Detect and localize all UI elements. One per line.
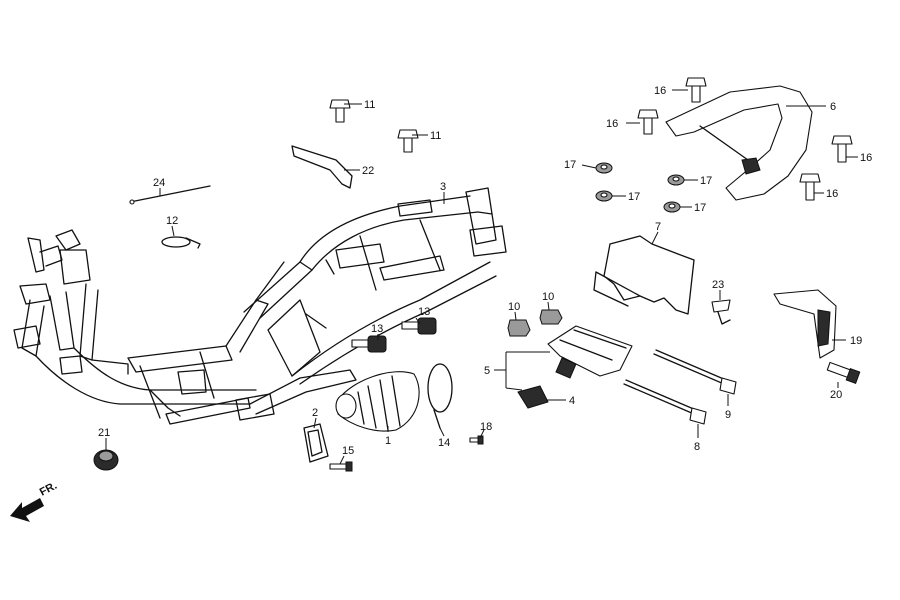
bracket-19[interactable] [773, 289, 837, 359]
screw-18[interactable] [469, 435, 484, 445]
part-label-23: 23 [712, 279, 724, 291]
nut-17-a[interactable] [595, 162, 613, 174]
part-label-2: 2 [312, 407, 318, 419]
nut-10-right[interactable] [539, 309, 563, 325]
part-label-21: 21 [98, 427, 110, 439]
bracket-22[interactable] [291, 145, 353, 189]
bolt-16-b[interactable] [637, 109, 659, 135]
part-number-labels: 11 11 22 24 12 3 13 13 10 10 1 2 15 14 1… [98, 85, 872, 457]
part-label-17-b: 17 [628, 191, 640, 203]
rear-carrier-6[interactable] [665, 85, 813, 201]
bolt-11-top[interactable] [329, 99, 351, 123]
cable-tie-24[interactable] [129, 185, 211, 205]
part-label-13-upper: 13 [418, 306, 430, 318]
front-arrow-icon [10, 498, 44, 522]
part-label-13-lower: 13 [371, 323, 383, 335]
part-label-11-lower: 11 [430, 130, 441, 142]
long-bolt-8[interactable] [623, 379, 707, 425]
part-label-16-d: 16 [826, 188, 838, 200]
front-direction-indicator: FR. [10, 480, 59, 522]
damper-13-lower[interactable] [351, 335, 387, 353]
bushing-21[interactable] [93, 449, 119, 471]
part-label-6: 6 [830, 101, 836, 113]
part-label-10-left: 10 [508, 301, 520, 313]
part-label-12: 12 [166, 215, 178, 227]
part-label-17-c: 17 [700, 175, 712, 187]
bolt-16-d[interactable] [799, 173, 821, 201]
part-label-20: 20 [830, 389, 842, 401]
part-label-1: 1 [385, 435, 391, 447]
part-label-24: 24 [153, 177, 165, 189]
part-label-3: 3 [440, 181, 446, 193]
part-label-7: 7 [655, 221, 661, 233]
part-label-16-a: 16 [654, 85, 666, 97]
bolt-16-a[interactable] [685, 77, 707, 103]
part-label-17-a: 17 [564, 159, 576, 171]
hose-clamp-14[interactable] [427, 363, 453, 429]
bolt-20[interactable] [826, 361, 861, 384]
part-label-11-top: 11 [364, 99, 375, 111]
plate-7[interactable] [593, 235, 695, 315]
part-label-19: 19 [850, 335, 862, 347]
part-label-8: 8 [694, 441, 700, 453]
part-label-4: 4 [569, 395, 575, 407]
part-label-10-right: 10 [542, 291, 554, 303]
clamp-12[interactable] [161, 236, 201, 249]
scooter-frame[interactable] [13, 187, 507, 425]
bolt-16-c[interactable] [831, 135, 853, 163]
air-duct-1[interactable] [335, 371, 420, 432]
part-label-22: 22 [362, 165, 374, 177]
nut-17-b[interactable] [595, 190, 613, 202]
screw-15[interactable] [329, 461, 353, 472]
part-label-5: 5 [484, 365, 490, 377]
clip-23[interactable] [711, 299, 731, 325]
part-label-16-b: 16 [606, 118, 618, 130]
part-label-16-c: 16 [860, 152, 872, 164]
nut-10-left[interactable] [507, 319, 531, 337]
gasket-2[interactable] [303, 423, 329, 463]
damper-13-upper[interactable] [401, 317, 437, 335]
part-label-15: 15 [342, 445, 354, 457]
leader-lines [105, 89, 858, 465]
nut-17-d[interactable] [663, 201, 681, 213]
engine-hanger-5[interactable] [547, 325, 633, 379]
part-label-18: 18 [480, 421, 492, 433]
bolt-11-lower[interactable] [397, 129, 419, 153]
part-label-9: 9 [725, 409, 731, 421]
part-label-17-d: 17 [694, 202, 706, 214]
long-bolt-9[interactable] [653, 349, 737, 395]
nut-17-c[interactable] [667, 174, 685, 186]
part-label-14: 14 [438, 437, 450, 449]
front-direction-label: FR. [38, 480, 59, 499]
damper-4[interactable] [517, 385, 549, 409]
